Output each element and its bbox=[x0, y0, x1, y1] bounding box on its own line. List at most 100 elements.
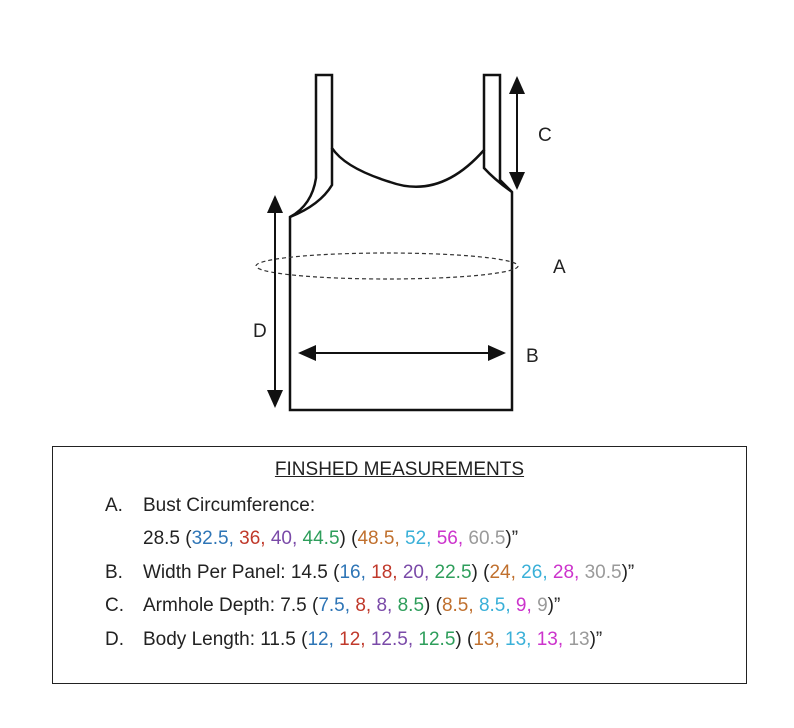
separator: , bbox=[526, 595, 538, 616]
size-value: 26 bbox=[521, 562, 543, 583]
unit: ” bbox=[553, 595, 561, 616]
paren: ) bbox=[547, 595, 554, 616]
separator: , bbox=[394, 528, 406, 549]
paren: ) bbox=[455, 629, 462, 650]
size-value: 44.5 bbox=[302, 528, 340, 549]
measurement-c: C. Armhole Depth: 7.5 (7.5, 8, 8, 8.5) (8… bbox=[105, 595, 560, 617]
separator: , bbox=[557, 629, 569, 650]
size-value: 56 bbox=[436, 528, 458, 549]
label-b: B bbox=[526, 346, 539, 367]
measurement-label: Bust Circumference: bbox=[143, 495, 316, 516]
size-value: 22.5 bbox=[434, 562, 472, 583]
size-value: 18 bbox=[371, 562, 393, 583]
separator: , bbox=[457, 528, 469, 549]
separator: , bbox=[510, 562, 522, 583]
separator: , bbox=[365, 595, 377, 616]
paren: ( bbox=[312, 595, 319, 616]
separator: , bbox=[360, 629, 371, 650]
size-value: 32.5 bbox=[191, 528, 229, 549]
unit: ” bbox=[511, 528, 519, 549]
paren: ( bbox=[351, 528, 358, 549]
separator: , bbox=[574, 562, 585, 583]
measurement-label: Width Per Panel: bbox=[143, 562, 291, 583]
paren: ) bbox=[589, 629, 596, 650]
measurements-title: FINSHED MEASUREMENTS bbox=[274, 459, 525, 480]
base-size-value: 7.5 bbox=[280, 595, 312, 616]
strap-inner-right bbox=[482, 150, 513, 194]
paren: ( bbox=[467, 629, 474, 650]
separator: , bbox=[328, 629, 340, 650]
paren: ) bbox=[471, 562, 478, 583]
size-value: 16 bbox=[339, 562, 361, 583]
measurement-letter: D. bbox=[105, 629, 124, 650]
paren: ) bbox=[339, 528, 346, 549]
measurement-label: Body Length: bbox=[143, 629, 261, 650]
size-value: 24 bbox=[489, 562, 511, 583]
size-value: 20 bbox=[402, 562, 424, 583]
measurement-label: Armhole Depth: bbox=[143, 595, 281, 616]
separator: , bbox=[291, 528, 303, 549]
unit: ” bbox=[595, 629, 603, 650]
size-value: 8.5 bbox=[397, 595, 425, 616]
size-value: 13 bbox=[536, 629, 558, 650]
separator: , bbox=[228, 528, 240, 549]
separator: , bbox=[387, 595, 398, 616]
label-a: A bbox=[553, 257, 566, 278]
paren: ( bbox=[435, 595, 442, 616]
size-value: 8 bbox=[355, 595, 366, 616]
bust-circumference-ellipse bbox=[255, 252, 519, 280]
separator: , bbox=[260, 528, 271, 549]
paren: ( bbox=[301, 629, 308, 650]
size-value: 48.5 bbox=[357, 528, 395, 549]
size-value: 30.5 bbox=[584, 562, 622, 583]
measurement-a: A. Bust Circumference: bbox=[105, 495, 315, 517]
separator: , bbox=[526, 629, 537, 650]
label-c: C bbox=[538, 125, 552, 146]
size-value: 7.5 bbox=[318, 595, 345, 616]
separator: , bbox=[407, 629, 419, 650]
paren: ) bbox=[424, 595, 431, 616]
separator: , bbox=[505, 595, 516, 616]
base-size-value: 14.5 bbox=[290, 562, 334, 583]
size-value: 12 bbox=[307, 629, 329, 650]
size-value: 12.5 bbox=[370, 629, 408, 650]
size-value: 13 bbox=[473, 629, 495, 650]
paren: ) bbox=[505, 528, 512, 549]
measurement-a-values: 28.5 (32.5, 36, 40, 44.5) (48.5, 52, 56,… bbox=[143, 528, 518, 550]
size-value: 9 bbox=[537, 595, 548, 616]
base-size-value: 28.5 bbox=[143, 528, 186, 549]
measurement-b: B. Width Per Panel: 14.5 (16, 18, 20, 22.… bbox=[105, 562, 634, 584]
paren: ) bbox=[621, 562, 628, 583]
unit: ” bbox=[627, 562, 635, 583]
measurement-letter: B. bbox=[105, 562, 123, 583]
size-value: 36 bbox=[239, 528, 261, 549]
separator: , bbox=[426, 528, 437, 549]
separator: , bbox=[360, 562, 372, 583]
tank-body-outline bbox=[288, 73, 514, 412]
paren: ( bbox=[333, 562, 340, 583]
measurement-d: D.Body Length: 11.5 (12, 12, 12.5, 12.5)… bbox=[105, 629, 602, 651]
size-value: 8.5 bbox=[441, 595, 469, 616]
measurement-letter: A. bbox=[105, 495, 123, 516]
separator: , bbox=[392, 562, 403, 583]
tank-top-schematic bbox=[255, 73, 525, 412]
size-value: 13 bbox=[568, 629, 590, 650]
size-value: 40 bbox=[270, 528, 292, 549]
size-value: 8 bbox=[376, 595, 388, 616]
separator: , bbox=[542, 562, 553, 583]
size-value: 13 bbox=[505, 629, 527, 650]
measurements-box: FINSHED MEASUREMENTS A. Bust Circumferenc… bbox=[52, 446, 747, 684]
separator: , bbox=[423, 562, 435, 583]
size-value: 28 bbox=[552, 562, 575, 583]
paren: ( bbox=[185, 528, 192, 549]
size-value: 12.5 bbox=[418, 629, 456, 650]
strap-inner-left bbox=[289, 148, 334, 219]
paren: ( bbox=[483, 562, 490, 583]
size-value: 52 bbox=[405, 528, 427, 549]
separator: , bbox=[344, 595, 356, 616]
size-value: 60.5 bbox=[468, 528, 506, 549]
size-value: 8.5 bbox=[478, 595, 506, 616]
measurement-letter: C. bbox=[105, 595, 124, 616]
size-value: 12 bbox=[339, 629, 361, 650]
